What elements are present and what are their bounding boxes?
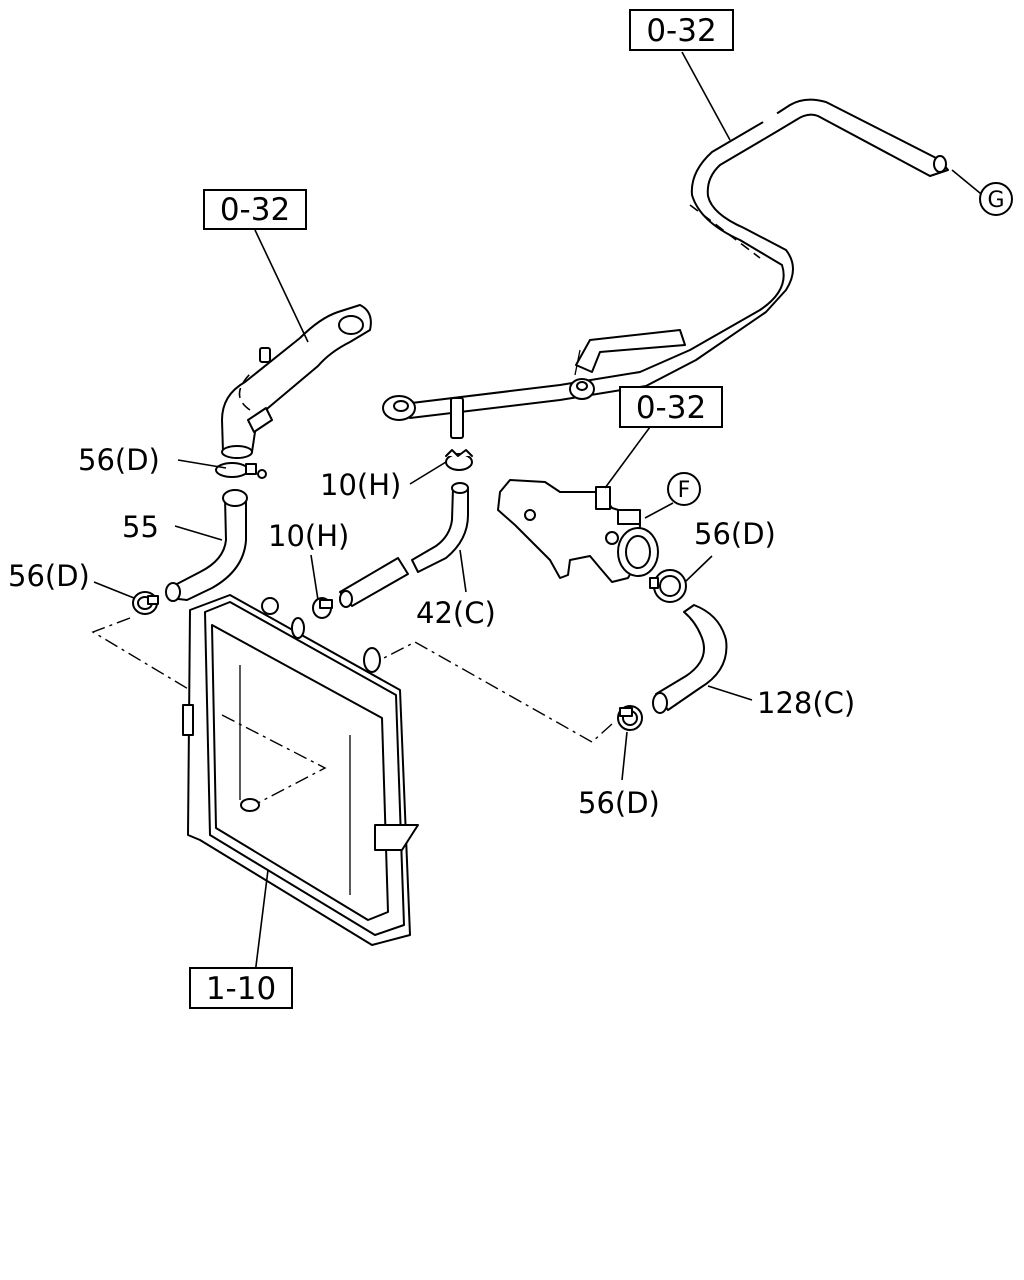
callout-g: G: [979, 182, 1013, 216]
label-clamp-56d: 56(D): [8, 559, 90, 593]
hose-42c: [339, 482, 469, 608]
label-clamp-10h: 10(H): [320, 468, 401, 502]
callout-letter: G: [987, 188, 1004, 213]
label-clamp-56d: 56(D): [578, 786, 660, 820]
ref-box-radiator: 1-10: [189, 967, 293, 1009]
clamp-56d-left: [132, 591, 159, 615]
clamp-10h-lower: [312, 597, 333, 619]
hose-55: [165, 489, 248, 602]
label-hose-128c: 128(C): [757, 686, 855, 720]
upper-outlet-pipe: [221, 304, 372, 459]
clamp-56d-right-upper: [649, 569, 687, 603]
label-hose-55: 55: [122, 510, 159, 544]
ref-box-top-right: 0-32: [629, 9, 734, 51]
ref-label: 0-32: [220, 192, 290, 228]
radiator: [182, 594, 419, 946]
leader-lines: [91, 51, 987, 983]
clamp-10h-upper: [445, 449, 473, 471]
label-hose-42c: 42(C): [416, 596, 496, 630]
callout-letter: F: [678, 478, 691, 503]
thermostat-housing: [497, 479, 659, 583]
label-clamp-10h: 10(H): [268, 519, 349, 553]
clamp-56d-right-lower: [617, 705, 643, 731]
ref-box-upper-left: 0-32: [203, 189, 307, 230]
clamp-56d-upper-left: [215, 462, 267, 479]
ref-label: 0-32: [646, 13, 716, 49]
hose-128c: [652, 604, 728, 714]
ref-box-middle-right: 0-32: [619, 386, 723, 428]
ref-label: 1-10: [206, 971, 276, 1007]
label-clamp-56d: 56(D): [78, 443, 160, 477]
callout-f: F: [667, 472, 701, 506]
upper-coolant-pipe: [382, 98, 949, 439]
label-clamp-56d: 56(D): [694, 517, 776, 551]
ref-label: 0-32: [636, 390, 706, 426]
